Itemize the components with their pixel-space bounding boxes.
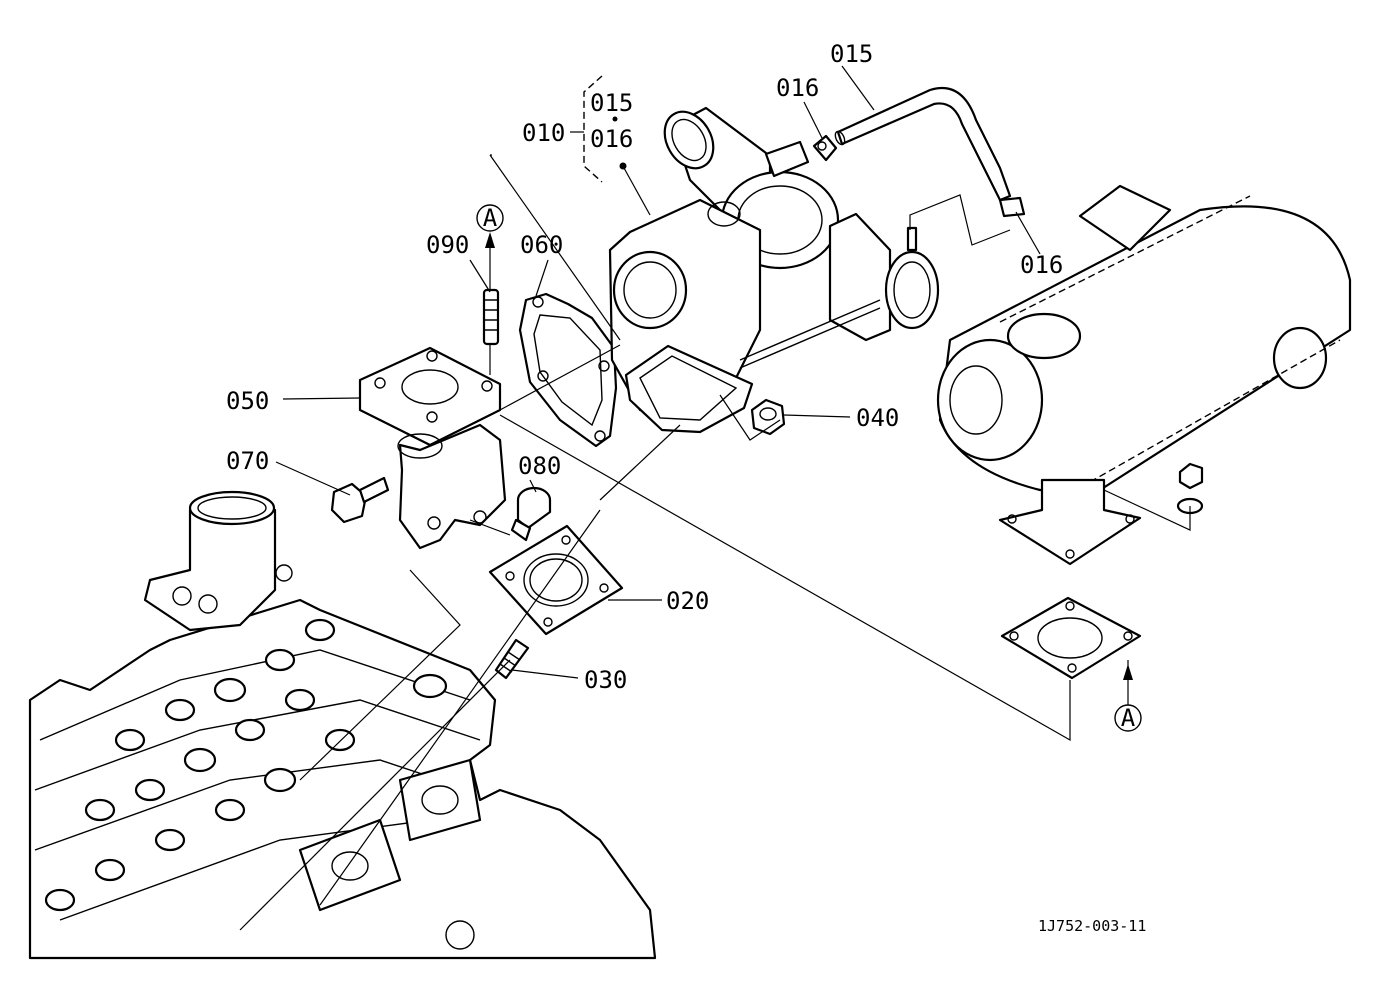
drawing-code: 1J752-003-11 (1038, 917, 1146, 935)
clamp-016-lower (998, 196, 1026, 218)
hose-015 (834, 86, 1012, 202)
callout-080: 080 (518, 452, 561, 480)
exhaust-elbow-050 (358, 346, 507, 550)
callout-070: 070 (226, 447, 269, 475)
stud-090 (482, 288, 500, 346)
callout-040: 040 (856, 404, 899, 432)
nut-and-washer (1176, 462, 1204, 515)
assembly-lines (239, 154, 1191, 931)
callout-030: 030 (584, 666, 627, 694)
bolt-070 (330, 476, 390, 524)
reference-a-top: A (476, 204, 504, 232)
callout-015-group: 015 (590, 89, 633, 117)
callout-090: 090 (426, 231, 469, 259)
reference-a-bottom-text: A (1121, 704, 1136, 732)
callout-060: 060 (520, 231, 563, 259)
gasket-060 (518, 292, 618, 448)
callout-010: 010 (522, 119, 565, 147)
callout-015: 015 (830, 40, 873, 68)
callout-016-group: 016 (590, 125, 633, 153)
stud-030 (494, 638, 530, 680)
callout-020: 020 (666, 587, 709, 615)
reference-a-bottom: A (1114, 704, 1142, 732)
callout-leaders (275, 65, 1041, 679)
gasket-020 (488, 524, 624, 636)
clamp-016-upper (812, 134, 838, 162)
nut-040 (750, 398, 786, 436)
plug-080 (510, 486, 552, 542)
cylinder-head (28, 490, 657, 960)
callout-016-top: 016 (776, 74, 819, 102)
muffler (936, 184, 1352, 680)
reference-a-top-text: A (483, 204, 498, 232)
group-bracket-010 (570, 75, 627, 183)
callout-050: 050 (226, 387, 269, 415)
callout-016-right: 016 (1020, 251, 1063, 279)
turbocharger-010 (608, 106, 940, 434)
